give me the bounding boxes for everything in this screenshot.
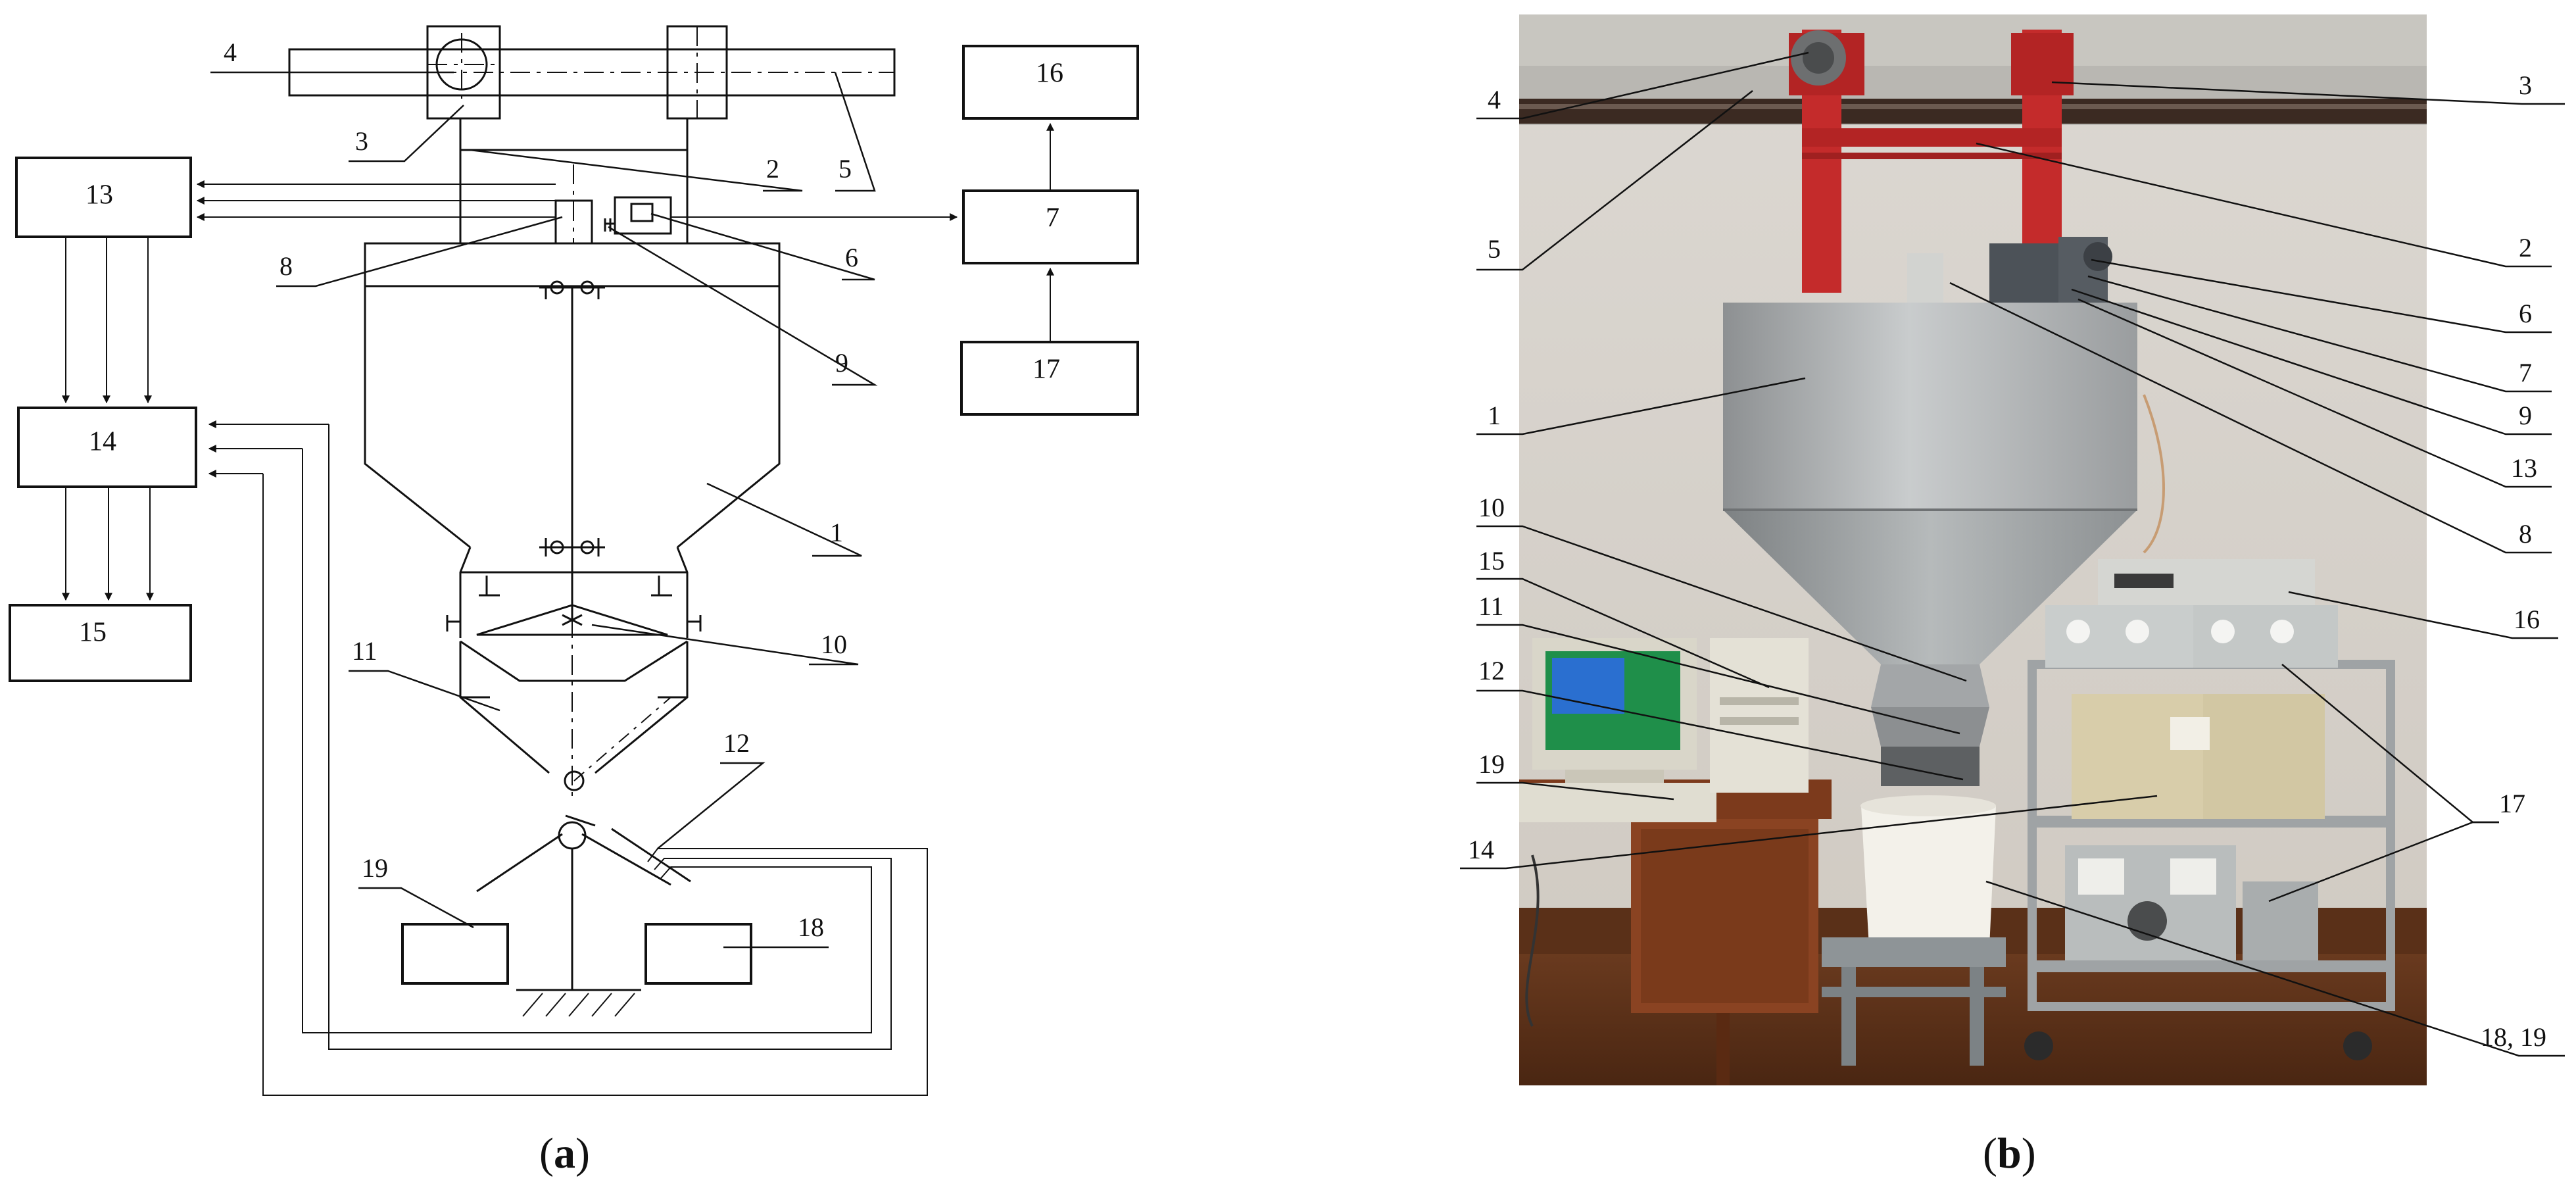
label-b-9: 9 <box>2519 401 2532 430</box>
block-17-label: 17 <box>1033 355 1060 385</box>
photo-sensor-box <box>1907 253 1943 306</box>
lower-tray <box>460 640 688 682</box>
label-a-9: 9 <box>835 348 848 378</box>
caption-b-open: ( <box>1983 1129 1997 1177</box>
sensor-6 <box>614 196 672 235</box>
label-a-3: 3 <box>355 126 368 156</box>
hopper-top <box>364 242 781 287</box>
label-a-18: 18 <box>798 912 824 942</box>
block-7-label: 7 <box>1046 203 1059 234</box>
block-14-label: 14 <box>89 427 116 457</box>
stirrer-disk <box>476 604 668 636</box>
label-b-14: 14 <box>1468 835 1494 864</box>
label-b-15: 15 <box>1478 546 1505 576</box>
caption-a-letter: a <box>554 1129 575 1177</box>
label-a-19: 19 <box>362 853 388 883</box>
outlet-valve <box>564 770 585 791</box>
feeder-body <box>459 547 472 638</box>
sensor-19 <box>401 923 509 985</box>
block-7 <box>962 189 1139 264</box>
block-17 <box>960 341 1139 416</box>
caption-b-letter: b <box>1997 1129 2022 1177</box>
photo-hopper-top <box>1723 303 2137 510</box>
block-13-label: 13 <box>85 180 113 210</box>
label-b-6: 6 <box>2519 299 2532 328</box>
caption-a-close: ) <box>575 1129 590 1177</box>
label-b-4: 4 <box>1488 85 1501 114</box>
label-b-17: 17 <box>2499 789 2525 818</box>
label-a-8: 8 <box>279 251 293 281</box>
distributor-pivot <box>558 821 587 850</box>
block-15-label: 15 <box>79 618 107 648</box>
photo-pc-tower <box>1710 638 1809 793</box>
label-b-13: 13 <box>2511 453 2537 483</box>
label-a-6: 6 <box>845 243 858 272</box>
photo-panel: 4 5 1 10 15 11 12 19 14 3 2 6 7 9 13 8 1… <box>1460 14 2565 1177</box>
photo-bucket <box>1861 806 1996 947</box>
block-15 <box>9 604 192 682</box>
block-13 <box>15 157 192 238</box>
label-a-10: 10 <box>821 630 847 659</box>
photo-hopper-cone <box>1723 510 2137 664</box>
caption-a-open: ( <box>539 1129 554 1177</box>
photo-stool <box>1822 937 2006 967</box>
label-b-7: 7 <box>2519 358 2532 387</box>
photo-keyboard <box>1519 783 1716 822</box>
label-a-5: 5 <box>838 154 852 184</box>
photo-feeder <box>1871 664 1989 707</box>
label-b-11: 11 <box>1478 591 1504 621</box>
label-b-19: 19 <box>1478 749 1505 779</box>
block-16-label: 16 <box>1036 59 1063 89</box>
label-a-4: 4 <box>224 37 237 67</box>
label-b-1: 1 <box>1488 401 1501 430</box>
label-b-10: 10 <box>1478 493 1505 522</box>
caption-b-close: ) <box>2022 1129 2036 1177</box>
label-b-8: 8 <box>2519 519 2532 549</box>
hopper-funnel <box>364 286 471 549</box>
label-b-18-19: 18, 19 <box>2481 1022 2546 1052</box>
label-a-12: 12 <box>723 728 750 758</box>
block-16 <box>962 45 1139 120</box>
caption-a: (a) <box>539 1129 590 1177</box>
sensor-18 <box>644 923 752 985</box>
caption-b: (b) <box>1983 1129 2036 1177</box>
label-b-16: 16 <box>2514 605 2540 634</box>
label-b-5: 5 <box>1488 234 1501 264</box>
label-a-1: 1 <box>830 518 843 547</box>
label-a-2: 2 <box>766 154 779 184</box>
photo-ceiling-rail <box>1519 99 2427 124</box>
label-a-11: 11 <box>352 636 377 666</box>
label-b-3: 3 <box>2519 70 2532 100</box>
block-14 <box>17 407 197 488</box>
label-b-12: 12 <box>1478 656 1505 685</box>
label-b-2: 2 <box>2519 233 2532 262</box>
schematic-panel: 13 14 15 16 7 17 4 3 2 5 6 8 9 <box>9 25 1139 1177</box>
